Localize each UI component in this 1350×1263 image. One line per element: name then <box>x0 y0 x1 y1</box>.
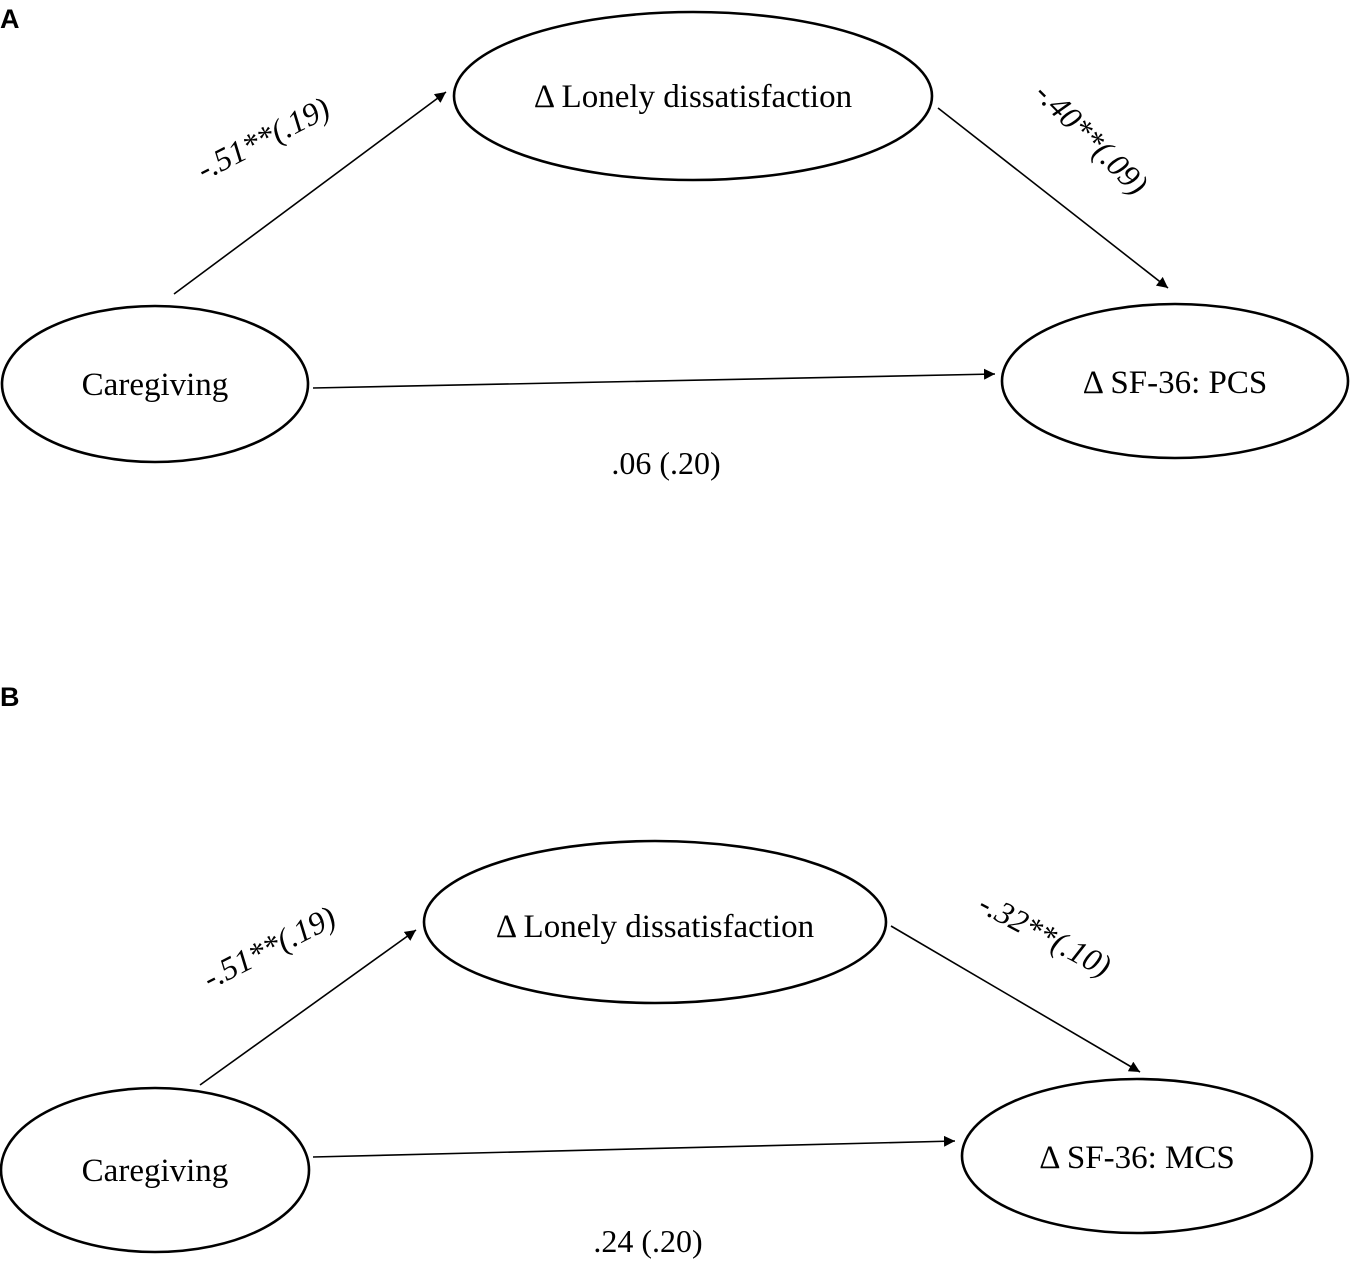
panel-a-edge-mediator-to-outcome <box>937 107 1169 289</box>
panel-a-b-path-label: -.40**(.09) <box>1028 75 1155 202</box>
panel-a-a-path-label: -.51**(.19) <box>191 89 336 186</box>
panel-a-outcome-label: Δ SF-36: PCS <box>1083 365 1267 401</box>
panel-a-outcome-node: Δ SF-36: PCS <box>1000 302 1350 460</box>
panel-a-letter: A <box>0 4 20 34</box>
panel-b-outcome-label: Δ SF-36: MCS <box>1039 1140 1234 1176</box>
panel-a-mediator-node: Δ Lonely dissatisfaction <box>452 10 934 182</box>
panel-b-edge-mediator-to-outcome <box>890 925 1141 1073</box>
panel-b-outcome-node: Δ SF-36: MCS <box>960 1077 1314 1235</box>
panel-b-mediator-node: Δ Lonely dissatisfaction <box>422 839 888 1005</box>
panel-a-predictor-label: Caregiving <box>82 367 229 403</box>
panel-b-edge-predictor-to-outcome <box>312 1135 956 1158</box>
panel-a-mediator-label: Δ Lonely dissatisfaction <box>534 79 852 115</box>
panel-b-c-path-label: .24 (.20) <box>593 1223 702 1259</box>
panel-a-predictor-node: Caregiving <box>0 304 310 464</box>
panel-b-predictor-label: Caregiving <box>82 1153 229 1189</box>
panel-a: A Δ Lonely dissatisfaction Caregiving Δ … <box>0 4 1350 481</box>
panel-b-edge-predictor-to-mediator <box>199 929 417 1086</box>
panel-a-edge-predictor-to-mediator <box>173 91 447 295</box>
panel-a-edge-predictor-to-outcome <box>312 368 996 389</box>
panel-b: B Δ Lonely dissatisfaction Caregiving Δ … <box>0 682 1314 1259</box>
panel-b-a-path-label: -.51**(.19) <box>197 898 342 995</box>
panel-b-b-path-label: -.32**(.10) <box>973 885 1117 984</box>
panel-a-c-path-label: .06 (.20) <box>611 445 720 481</box>
panel-b-predictor-node: Caregiving <box>0 1086 311 1254</box>
panel-b-letter: B <box>0 682 20 712</box>
panel-b-mediator-label: Δ Lonely dissatisfaction <box>496 909 814 945</box>
